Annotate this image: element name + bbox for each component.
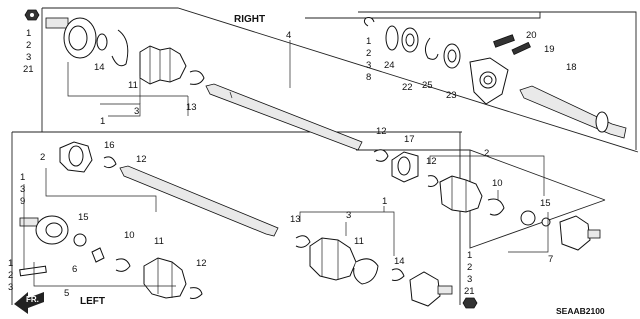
svg-text:12: 12 (426, 156, 437, 167)
svg-text:1: 1 (467, 250, 472, 261)
left-nut-stack: 1 2 3 21 (464, 250, 475, 297)
left-dynamic-damper (19, 265, 47, 277)
right-inboard-band-small (427, 175, 439, 187)
left-inboard-housing (59, 141, 93, 173)
svg-text:1: 1 (20, 172, 25, 183)
right-inboard-boot (439, 175, 483, 213)
right-inboard-band (373, 149, 389, 162)
svg-text:2: 2 (366, 48, 371, 59)
svg-text:3: 3 (8, 282, 13, 293)
svg-text:3: 3 (134, 106, 139, 117)
right-outboard-joint (45, 17, 97, 59)
left-boot-band (115, 258, 131, 272)
svg-text:14: 14 (94, 62, 105, 73)
left-half-shaft (119, 165, 279, 237)
left-bottom-stack: 1 2 3 (8, 258, 13, 293)
svg-text:5: 5 (64, 288, 69, 299)
svg-text:7: 7 (548, 254, 553, 265)
svg-text:11: 11 (354, 236, 364, 247)
svg-text:1: 1 (366, 36, 371, 47)
right-callouts: 14 11 3 13 1 4 24 22 25 23 20 19 18 12 1… (94, 30, 577, 265)
svg-text:11: 11 (128, 80, 138, 91)
right-bearing-set (385, 25, 461, 69)
right-spider-and-ring (520, 210, 551, 227)
svg-text:9: 9 (20, 196, 25, 207)
right-bolts (493, 34, 531, 56)
left-assembly-frame (11, 131, 606, 305)
svg-text:3: 3 (366, 60, 371, 71)
left-title: LEFT (80, 296, 105, 307)
right-outboard-ring (96, 33, 108, 51)
svg-text:15: 15 (540, 198, 551, 209)
right-title: RIGHT (234, 14, 265, 25)
svg-text:1: 1 (8, 258, 13, 269)
svg-text:FR.: FR. (26, 295, 39, 304)
svg-text:11: 11 (154, 236, 164, 247)
left-outboard-joint (19, 215, 69, 245)
svg-text:21: 21 (23, 64, 34, 75)
left-outboard-boot (143, 257, 187, 299)
left-side-stack: 1 3 9 (20, 172, 25, 207)
svg-text:20: 20 (526, 30, 537, 41)
right-inboard-joint (559, 215, 601, 251)
left-spider (73, 233, 105, 263)
svg-text:12: 12 (376, 126, 387, 137)
left-outboard-joint-right (409, 271, 453, 307)
svg-text:1: 1 (100, 116, 105, 127)
svg-text:18: 18 (566, 62, 577, 73)
svg-text:19: 19 (544, 44, 555, 55)
left-nut (462, 297, 478, 309)
svg-text:10: 10 (124, 230, 135, 241)
svg-text:3: 3 (346, 210, 351, 221)
right-half-shaft (205, 83, 363, 151)
svg-text:25: 25 (422, 80, 433, 91)
right-boot-band-large (111, 29, 129, 67)
svg-text:1: 1 (382, 196, 387, 207)
svg-text:2: 2 (8, 270, 13, 281)
svg-text:4: 4 (286, 30, 291, 41)
diagram-code: SEAAB2100 (556, 306, 605, 316)
right-left-stack: 1 2 3 8 (366, 36, 371, 83)
right-intermediate-bearing-bracket (469, 57, 509, 105)
svg-text:3: 3 (20, 184, 25, 195)
leader-lines (23, 40, 549, 287)
svg-text:12: 12 (136, 154, 147, 165)
right-nut (24, 9, 40, 21)
right-inboard-band-large (487, 198, 505, 216)
svg-text:21: 21 (464, 286, 475, 297)
right-intermediate-shaft (519, 85, 627, 139)
right-circlip (363, 17, 375, 27)
svg-text:17: 17 (404, 134, 415, 145)
svg-text:3: 3 (26, 52, 31, 63)
svg-text:14: 14 (394, 256, 405, 267)
svg-text:2: 2 (467, 262, 472, 273)
svg-text:13: 13 (186, 102, 197, 113)
right-nut-stack: 1 2 3 21 (23, 28, 34, 75)
svg-text:22: 22 (402, 82, 413, 93)
front-arrow-icon: FR. (14, 292, 44, 314)
left-inboard-band (103, 156, 117, 169)
left-boot-band-small (189, 287, 203, 299)
left-callouts: 16 12 2 15 10 11 12 6 5 13 3 1 11 14 (40, 140, 405, 299)
svg-text:3: 3 (467, 274, 472, 285)
svg-text:2: 2 (484, 148, 489, 159)
svg-text:8: 8 (366, 72, 371, 83)
svg-text:15: 15 (78, 212, 89, 223)
svg-text:2: 2 (26, 40, 31, 51)
svg-text:12: 12 (196, 258, 207, 269)
svg-text:2: 2 (40, 152, 45, 163)
svg-text:10: 10 (492, 178, 503, 189)
right-boot-band-small (189, 70, 205, 85)
svg-text:6: 6 (72, 264, 77, 275)
svg-text:13: 13 (290, 214, 301, 225)
svg-text:24: 24 (384, 60, 395, 71)
right-outboard-boot (139, 45, 187, 85)
left-inner-boot-assembly (295, 235, 405, 285)
right-inboard-joint-housing (391, 151, 419, 183)
svg-text:1: 1 (26, 28, 31, 39)
svg-text:16: 16 (104, 140, 115, 151)
svg-text:23: 23 (446, 90, 457, 101)
